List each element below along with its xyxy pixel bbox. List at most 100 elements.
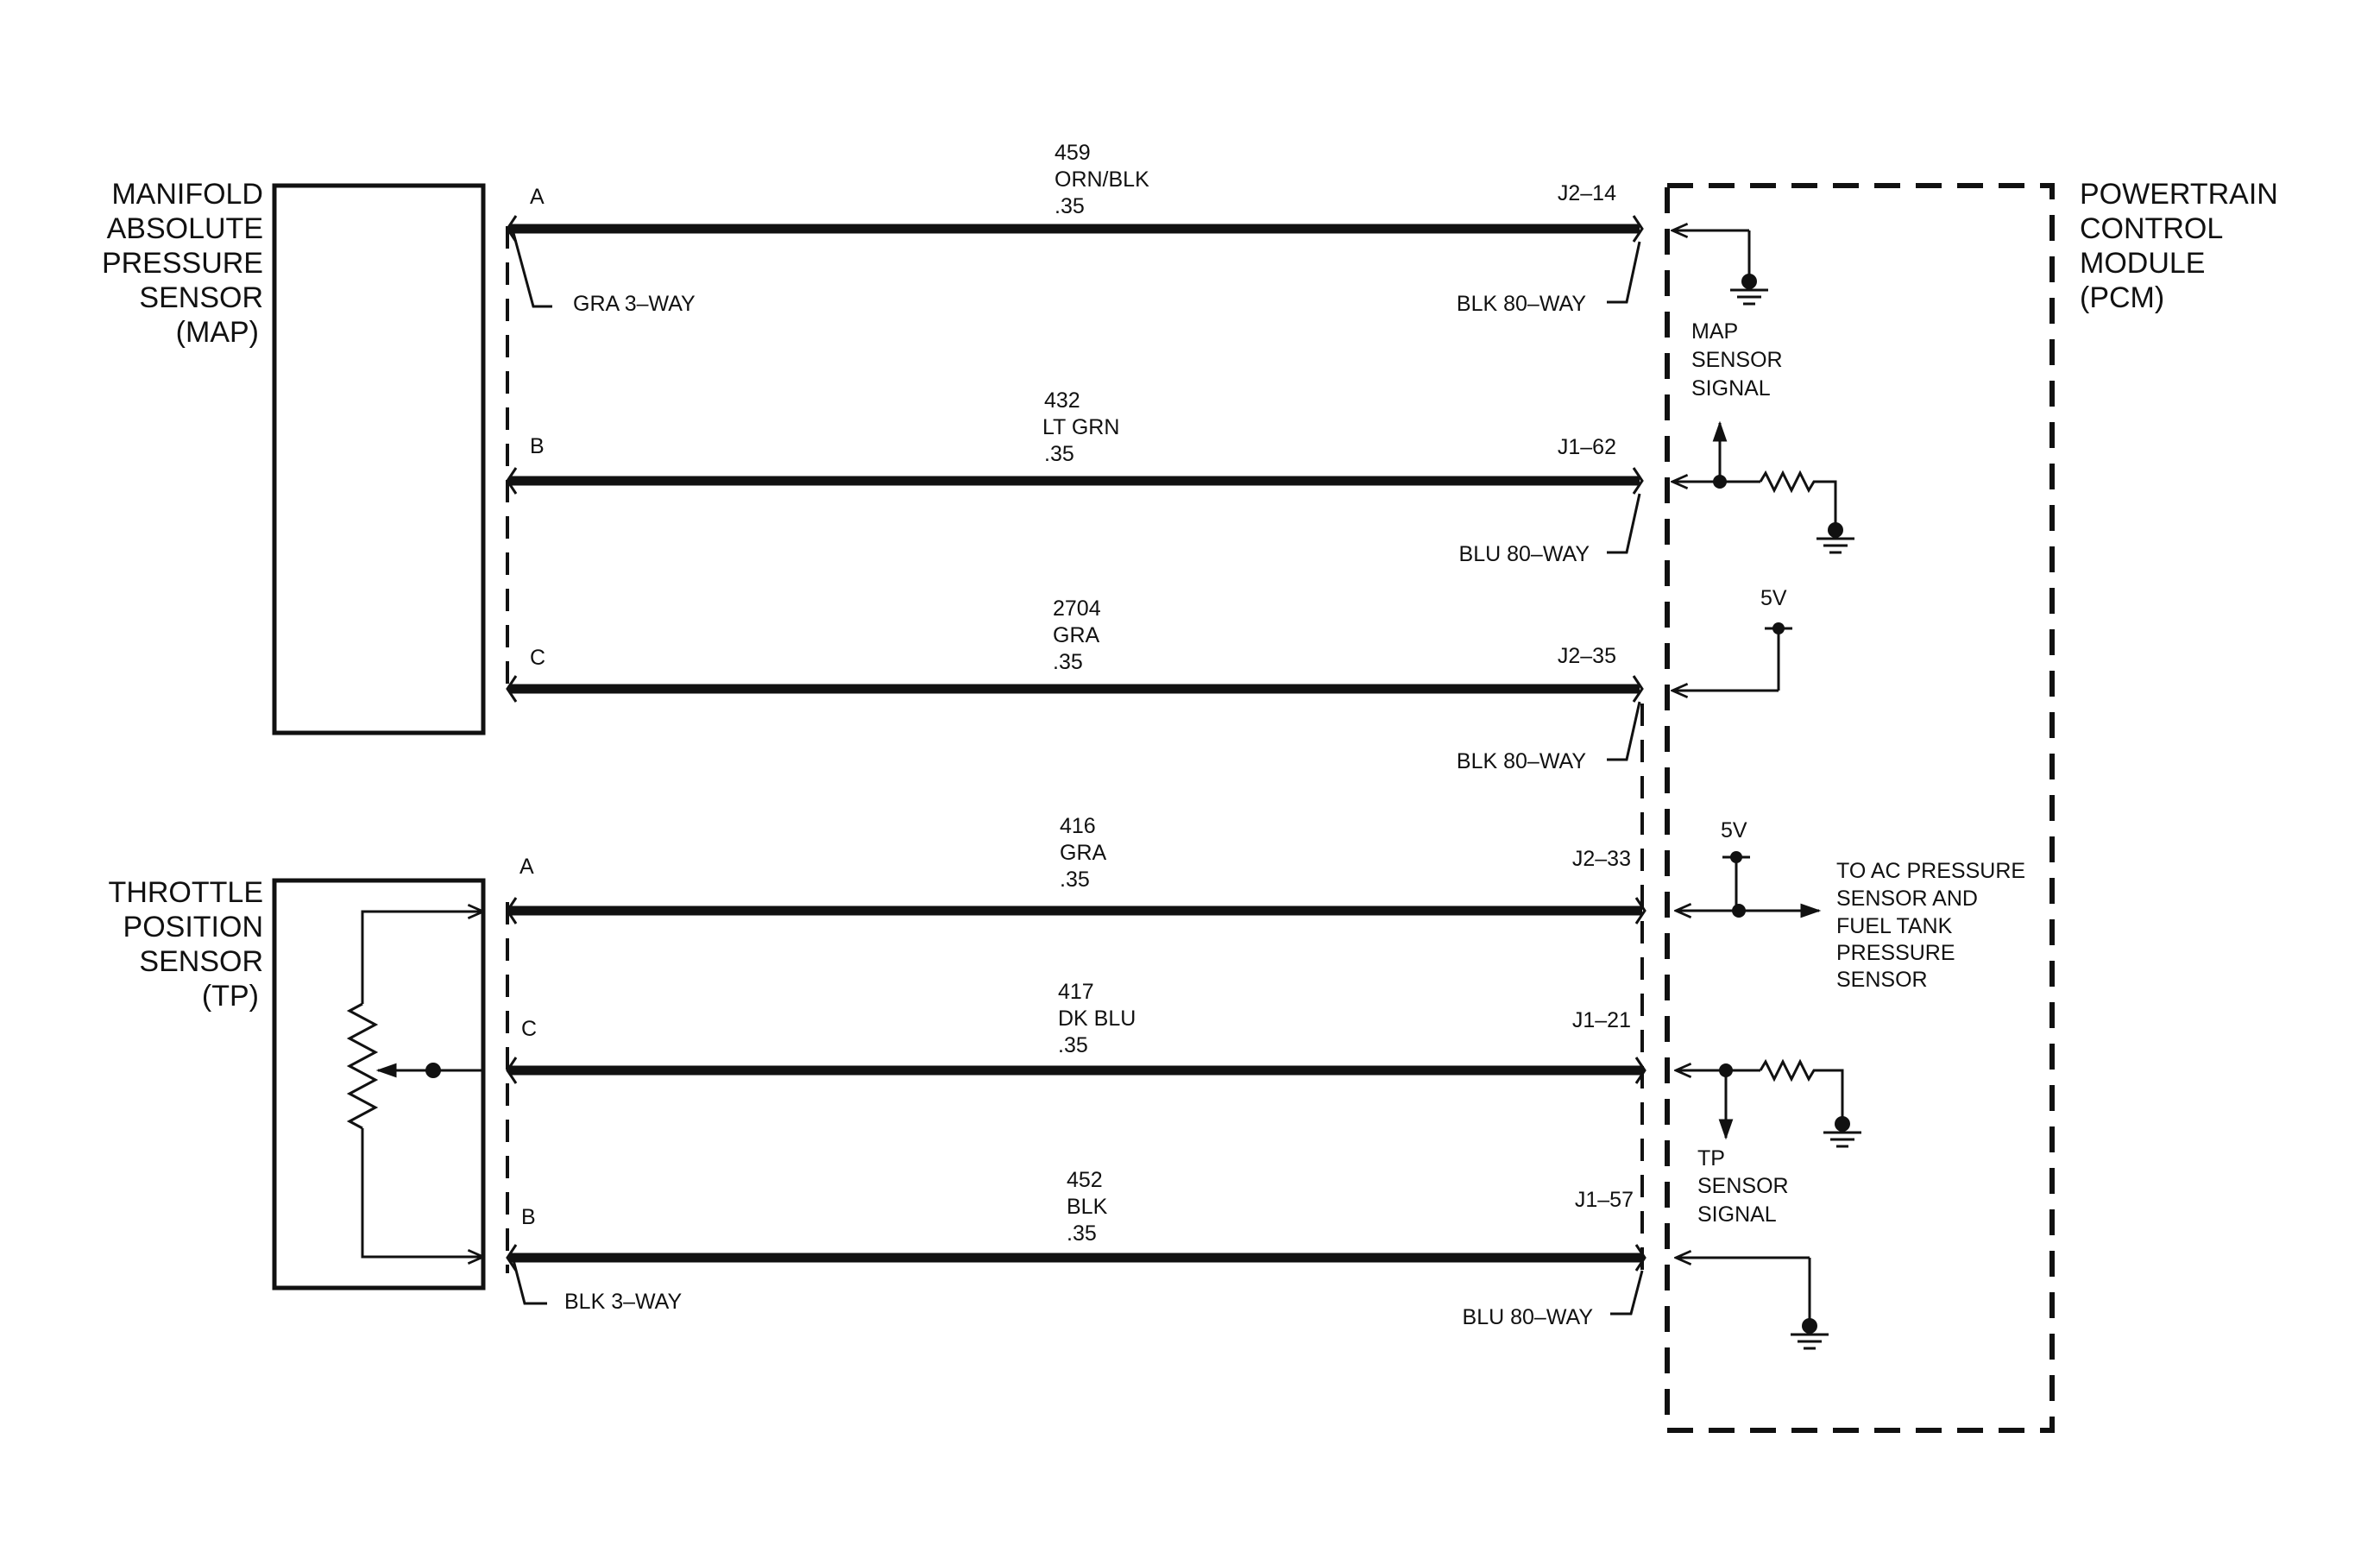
pcm-circuit-4: 5V TO AC PRESSURE SENSOR AND FUEL TANK P… <box>1676 818 2025 992</box>
terminal-label: J2–14 <box>1558 181 1616 205</box>
wire-432-end-left <box>506 467 518 495</box>
wire-459-end-right <box>1632 215 1644 243</box>
ground-icon <box>1730 288 1768 306</box>
map-sensor-title-4: SENSOR <box>139 281 263 314</box>
wire-416-end-left <box>506 897 518 924</box>
pcm-title-1: POWERTRAIN <box>2080 178 2278 211</box>
pcm-connector-label: BLU 80–WAY <box>1463 1305 1594 1329</box>
wire-gauge: .35 <box>1060 868 1090 892</box>
tp-signal-label-3: SIGNAL <box>1697 1202 1777 1227</box>
map-signal-label-2: SENSOR <box>1691 348 1783 372</box>
pull-down-resistor <box>1759 470 1837 527</box>
pull-down-resistor <box>1759 1058 1844 1120</box>
wire-color: GRA <box>1053 623 1100 647</box>
wire-gauge: .35 <box>1067 1221 1097 1246</box>
wire-row-2: B 432 LT GRN .35 J1–62 BLU 80–WAY <box>506 388 1644 566</box>
map-signal-label-3: SIGNAL <box>1691 376 1771 401</box>
ground-node <box>1835 1116 1850 1132</box>
pcm-circuit-1: MAP SENSOR SIGNAL <box>1672 230 1783 401</box>
terminal-label: J2–33 <box>1572 847 1631 871</box>
pin-label: B <box>530 434 545 458</box>
tp-sensor: THROTTLE POSITION SENSOR (TP) <box>109 876 486 1290</box>
wire-2704-end-left <box>506 675 518 703</box>
ac-note-5: SENSOR <box>1836 968 1928 992</box>
map-sensor-body <box>272 183 486 735</box>
wire-432-end-right <box>1632 467 1644 495</box>
wire-gauge: .35 <box>1058 1033 1088 1057</box>
pcm-circuit-2 <box>1672 420 1854 554</box>
terminal-label: J2–35 <box>1558 644 1616 668</box>
tp-connector-label: BLK 3–WAY <box>564 1290 682 1314</box>
tp-pot-bottom-lead <box>361 1128 483 1257</box>
wire-459-end-left <box>506 215 518 243</box>
wire-color: ORN/BLK <box>1055 167 1149 192</box>
pcm-connector-leader <box>1610 1270 1644 1316</box>
map-sensor-title-1: MANIFOLD <box>111 178 263 211</box>
map-sensor-title-2: ABSOLUTE <box>107 212 263 245</box>
ground-icon <box>1791 1333 1829 1350</box>
wire-row-4: A 416 GRA .35 J2–33 <box>506 814 1646 924</box>
tp-sensor-body <box>272 878 486 1290</box>
wire-417-end-left <box>506 1057 518 1084</box>
circuit-number: 432 <box>1044 388 1080 413</box>
ac-note-4: PRESSURE <box>1836 941 1955 965</box>
wire-gauge: .35 <box>1055 194 1085 218</box>
ground-icon <box>1823 1131 1861 1148</box>
pcm-title-4: (PCM) <box>2080 281 2164 314</box>
tp-pot-top-lead <box>361 912 483 1004</box>
circuit-number: 459 <box>1055 141 1091 165</box>
map-connector-label: GRA 3–WAY <box>573 292 696 316</box>
pcm-connector-label: BLU 80–WAY <box>1459 542 1590 566</box>
pin-label: C <box>521 1017 537 1041</box>
tp-connector-leader <box>512 1259 547 1305</box>
wire-color: BLK <box>1067 1195 1108 1219</box>
pcm-connector-label: BLK 80–WAY <box>1457 292 1586 316</box>
pcm-connector-leader <box>1607 701 1641 761</box>
ac-note-2: SENSOR AND <box>1836 887 1978 911</box>
circuit-number: 416 <box>1060 814 1096 838</box>
pcm-connector-label: BLK 80–WAY <box>1457 749 1586 773</box>
ac-note-3: FUEL TANK <box>1836 914 1953 938</box>
map-sensor-title-5: (MAP) <box>176 316 259 349</box>
pcm-circuit-6 <box>1676 1258 1829 1350</box>
map-sensor-title-3: PRESSURE <box>102 247 263 280</box>
pcm-connector-leader <box>1607 493 1641 554</box>
map-signal-label-1: MAP <box>1691 319 1738 344</box>
map-sensor: MANIFOLD ABSOLUTE PRESSURE SENSOR (MAP) <box>102 178 486 735</box>
wire-row-1: A 459 ORN/BLK .35 J2–14 BLK 80–WAY <box>506 141 1644 316</box>
pin-label: B <box>521 1205 536 1229</box>
wire-color: GRA <box>1060 841 1107 865</box>
tp-sensor-title-4: (TP) <box>202 980 259 1013</box>
pcm-title-2: CONTROL <box>2080 212 2223 245</box>
wire-color: LT GRN <box>1042 415 1119 439</box>
tp-signal-label-2: SENSOR <box>1697 1174 1789 1198</box>
pin-label: A <box>519 855 534 879</box>
wire-416-end-right <box>1634 897 1646 924</box>
wire-row-6: B 452 BLK .35 J1–57 BLU 80–WAY <box>506 1168 1646 1329</box>
circuit-number: 417 <box>1058 980 1094 1004</box>
ac-note-1: TO AC PRESSURE <box>1836 859 2025 883</box>
tp-pot-wiper-node <box>425 1063 441 1078</box>
ref-voltage-label: 5V <box>1721 818 1747 842</box>
pcm-title: POWERTRAIN CONTROL MODULE (PCM) <box>2080 178 2278 314</box>
wire-gauge: .35 <box>1044 442 1074 466</box>
wire-452-end-left <box>506 1244 518 1272</box>
wire-2704-end-right <box>1632 675 1644 703</box>
ground-icon <box>1816 537 1854 554</box>
wire-417-end-right <box>1634 1057 1646 1084</box>
wire-row-5: C 417 DK BLU .35 J1–21 <box>506 980 1646 1084</box>
terminal-label: J1–62 <box>1558 435 1616 459</box>
wire-color: DK BLU <box>1058 1007 1136 1031</box>
pcm-connector-leader <box>1607 241 1641 304</box>
wire-row-3: C 2704 GRA .35 J2–35 BLK 80–WAY <box>506 596 1644 773</box>
pcm-title-3: MODULE <box>2080 247 2205 280</box>
tp-pot-resistor <box>346 1002 379 1130</box>
ground-node <box>1741 274 1757 289</box>
pin-label: A <box>530 185 545 209</box>
terminal-label: J1–21 <box>1572 1008 1631 1032</box>
map-connector-leader <box>512 232 552 308</box>
terminal-label: J1–57 <box>1575 1188 1634 1212</box>
tp-sensor-title-3: SENSOR <box>139 945 263 978</box>
tp-sensor-title-2: POSITION <box>123 911 263 943</box>
